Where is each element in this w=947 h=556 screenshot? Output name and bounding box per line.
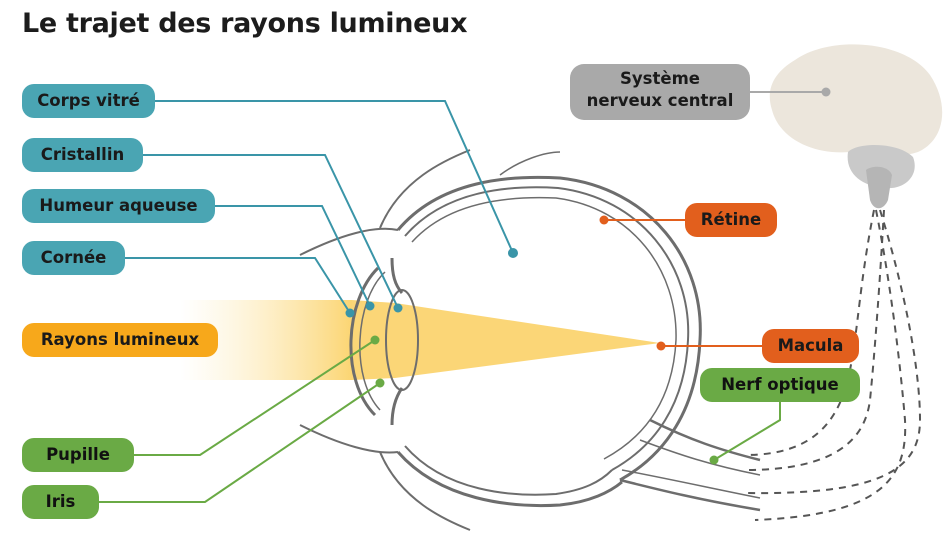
snc-line-1: Système: [620, 69, 700, 88]
label-cornee: Cornée: [22, 241, 125, 275]
label-nerf-optique: Nerf optique: [700, 368, 860, 402]
label-macula: Macula: [762, 329, 859, 363]
label-systeme-nerveux-central: Système nerveux central: [570, 64, 750, 120]
light-beam: [352, 300, 660, 380]
snc-line-2: nerveux central: [586, 91, 734, 110]
label-humeur-aqueuse: Humeur aqueuse: [22, 189, 215, 223]
label-pupille: Pupille: [22, 438, 134, 472]
diagram-title: Le trajet des rayons lumineux: [22, 8, 468, 39]
label-cristallin: Cristallin: [22, 138, 143, 172]
label-iris: Iris: [22, 485, 99, 519]
label-rayons-lumineux: Rayons lumineux: [22, 323, 218, 357]
leader-lines: [99, 91, 826, 503]
leader-dots: [345, 87, 831, 465]
optic-pathway-lines: [744, 209, 922, 521]
label-corps-vitre: Corps vitré: [22, 84, 155, 118]
label-retine: Rétine: [685, 203, 777, 237]
light-beam-fade: [180, 300, 352, 380]
brain-illustration: [769, 44, 943, 209]
